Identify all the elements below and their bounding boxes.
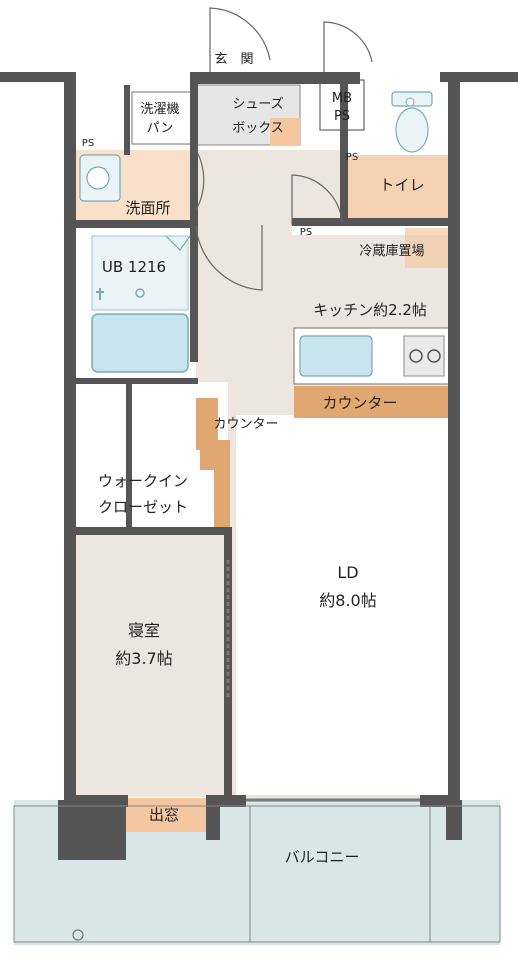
bath-door-arc <box>165 235 191 251</box>
walls <box>0 72 518 860</box>
hall-counter <box>196 398 230 535</box>
balcony-drain-icon <box>72 929 84 941</box>
bathtub <box>91 313 189 373</box>
ps-washroom-label: PS <box>82 138 94 149</box>
bay-window <box>125 798 207 832</box>
burner-left-icon <box>409 349 423 363</box>
bath-faucet-icon <box>96 288 104 300</box>
toilet-wash-icon <box>405 97 415 107</box>
toilet-label: トイレ <box>379 176 424 194</box>
entrance-label: 玄 関 <box>214 52 253 67</box>
kitchen-label: キッチン約2.2帖 <box>313 301 427 319</box>
mb-label: MB <box>332 91 352 106</box>
shoebox-label-2: ボックス <box>232 121 284 136</box>
kitchen-bar-counter <box>294 386 454 418</box>
toilet-bowl-icon <box>395 107 429 153</box>
toilet-accent <box>345 155 450 218</box>
kitchen-sink <box>299 335 373 377</box>
fridge-label: 冷蔵庫置場 <box>359 244 424 259</box>
closet-label-2: クローゼット <box>98 498 188 516</box>
washer-pan <box>131 91 193 145</box>
washroom-label: 洗面所 <box>125 199 170 217</box>
bedroom-floor <box>74 535 224 797</box>
ld-label-1: LD <box>337 563 358 582</box>
unit-bath-label: UB 1216 <box>102 258 166 276</box>
ld-label-2: 約8.0帖 <box>319 591 376 610</box>
balcony-railings <box>13 805 501 943</box>
door-swings <box>195 7 373 291</box>
mb-ps-label: PS <box>334 109 350 124</box>
hall-counter-label: カウンター <box>213 417 278 432</box>
bedroom-label-2: 約3.7帖 <box>115 649 172 668</box>
washer-label-1: 洗濯機 <box>140 102 179 117</box>
kitchen-counter-label: カウンター <box>322 394 397 412</box>
bay-window-label: 出窓 <box>149 806 179 824</box>
burner-right-icon <box>427 349 441 363</box>
bedroom-label-1: 寝室 <box>128 621 160 640</box>
washbasin-bowl-icon <box>86 166 110 190</box>
fridge-accent <box>405 228 450 268</box>
shoebox-label-1: シューズ <box>232 96 283 112</box>
hall-floor <box>196 150 342 225</box>
ps-toilet-label: PS <box>346 152 358 163</box>
sliding-doors <box>226 560 420 802</box>
shoe-box-accent <box>270 118 300 146</box>
closet-label-1: ウォークイン <box>98 472 188 490</box>
washer-label-2: パン <box>147 121 174 136</box>
bath-drain-icon <box>135 288 145 298</box>
balcony-label: バルコニー <box>285 848 360 866</box>
ps-kitchen-label: PS <box>300 227 312 238</box>
